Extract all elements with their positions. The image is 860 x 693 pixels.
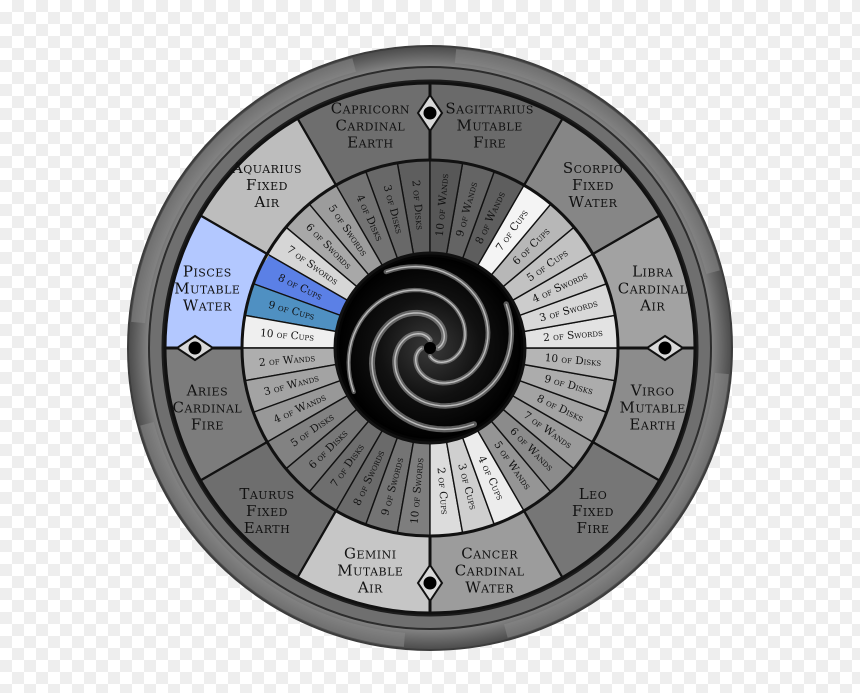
sign-modality-label: Fixed — [572, 176, 614, 194]
sign-element-label: Air — [357, 579, 383, 597]
sign-modality-label: Mutable — [457, 116, 523, 134]
sign-ring: CapricornCardinalEarthAquariusFixedAirPi… — [163, 81, 697, 615]
sign-name-label: Gemini — [344, 545, 397, 563]
sign-name-label: Sagittarius — [445, 99, 534, 117]
card-label: 2 of Cups — [434, 467, 450, 515]
sign-modality-label: Mutable — [174, 279, 240, 297]
sign-name-label: Taurus — [239, 485, 294, 503]
sign-element-label: Fire — [473, 133, 506, 151]
sign-name-label: Aries — [186, 382, 229, 400]
card-label: 10 of Cups — [260, 327, 315, 344]
sign-name-label: Scorpio — [563, 159, 623, 177]
swirl-arms — [346, 264, 515, 433]
diamond-marker-icon — [416, 83, 444, 160]
frame-highlight — [131, 58, 356, 324]
sign-name-label: Pisces — [183, 262, 232, 280]
sign-name-label: Leo — [579, 485, 608, 503]
sign-element-label: Earth — [347, 133, 393, 151]
sign-element-label: Fire — [576, 519, 609, 537]
sign-element-label: Air — [254, 193, 280, 211]
sign-modality-label: Fixed — [246, 176, 288, 194]
sign-modality-label: Cardinal — [172, 399, 242, 417]
sign-modality-label: Cardinal — [335, 116, 405, 134]
quadrant-markers — [165, 83, 695, 613]
decan-card-2-of-swords: 2 of Swords — [522, 314, 619, 349]
sign-modality-label: Cardinal — [618, 279, 688, 297]
rim-edge — [161, 79, 699, 617]
diamond-marker-icon — [165, 334, 242, 362]
card-label: 10 of Swords — [409, 457, 427, 524]
sign-name-label: Virgo — [630, 382, 675, 400]
diamond-marker-icon — [416, 536, 444, 613]
sign-element-label: Earth — [629, 416, 675, 434]
spiral-core — [424, 342, 436, 354]
sign-name-label: Cancer — [461, 545, 518, 563]
diamond-marker-icon — [618, 334, 695, 362]
card-label: 2 of Swords — [543, 327, 604, 344]
sign-element-label: Water — [465, 579, 514, 597]
frame-highlight — [504, 372, 729, 638]
sign-element-label: Earth — [244, 519, 290, 537]
sign-modality-label: Mutable — [620, 399, 686, 417]
card-label: 10 of Disks — [544, 352, 602, 369]
sign-element-label: Air — [639, 296, 665, 314]
frame-highlight — [140, 422, 406, 647]
card-label: 2 of Disks — [409, 180, 425, 231]
sign-modality-label: Cardinal — [455, 562, 525, 580]
sign-element-label: Water — [183, 296, 232, 314]
center-disk — [333, 251, 527, 445]
sign-modality-label: Fixed — [572, 502, 614, 520]
sign-modality-label: Mutable — [337, 562, 403, 580]
card-label: 10 of Wands — [434, 173, 451, 237]
sign-name-label: Libra — [632, 262, 674, 280]
sign-name-label: Capricorn — [331, 99, 410, 117]
sign-name-label: Aquarius — [231, 159, 302, 177]
sign-element-label: Water — [569, 193, 618, 211]
sign-modality-label: Fixed — [246, 502, 288, 520]
card-label: 2 of Wands — [258, 352, 315, 369]
sign-element-label: Fire — [191, 416, 224, 434]
frame-highlight — [454, 49, 720, 274]
